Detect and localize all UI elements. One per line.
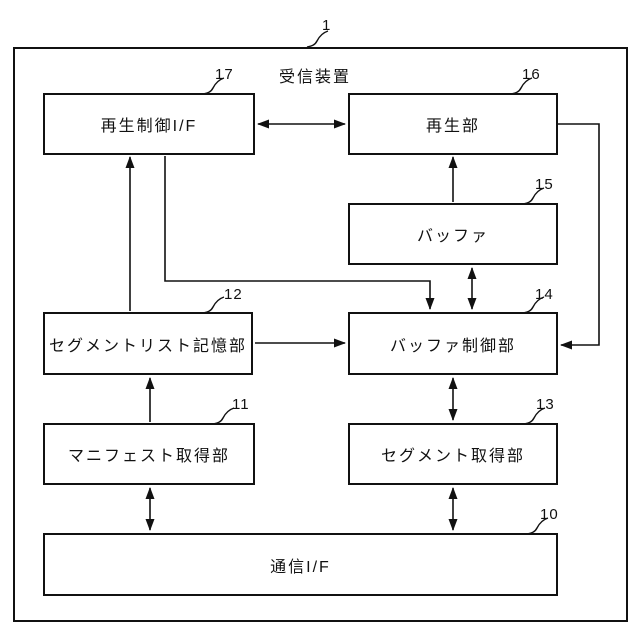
ref-number-11: 11 (232, 396, 250, 413)
ref-number-15: 15 (535, 176, 554, 193)
block-segment-acquisition: セグメント取得部 (348, 423, 558, 485)
ref-number-17: 17 (215, 66, 234, 83)
block-playback-unit: 再生部 (348, 93, 558, 155)
block-label: セグメントリスト記憶部 (48, 337, 247, 355)
device-title: 受信装置 (278, 69, 351, 86)
ref-number-device: 1 (322, 17, 332, 34)
block-label: マニフェスト取得部 (67, 448, 230, 465)
ref-number-16: 16 (522, 66, 541, 83)
ref-number-12: 12 (224, 286, 243, 303)
ref-number-14: 14 (535, 286, 554, 303)
block-label: セグメント取得部 (380, 448, 525, 465)
block-communication-if: 通信I/F (43, 533, 558, 596)
block-label: 通信I/F (270, 558, 331, 576)
arrow-17-to-14 (164, 156, 435, 310)
block-label: バッファ制御部 (389, 337, 516, 355)
leader-ref-1 (306, 30, 329, 48)
ref-number-13: 13 (536, 396, 555, 413)
device-boundary-box (13, 47, 628, 622)
block-label: バッファ (416, 228, 489, 245)
block-label: 再生部 (425, 118, 480, 135)
ref-number-10: 10 (540, 506, 559, 523)
block-playback-control-if: 再生制御I/F (43, 93, 255, 155)
block-segment-list-storage: セグメントリスト記憶部 (43, 312, 253, 375)
block-label: 再生制御I/F (100, 118, 198, 135)
block-buffer: バッファ (348, 203, 558, 265)
arrow-16-to-14 (558, 123, 600, 350)
block-buffer-control: バッファ制御部 (348, 312, 558, 375)
block-manifest-acquisition: マニフェスト取得部 (43, 423, 255, 485)
